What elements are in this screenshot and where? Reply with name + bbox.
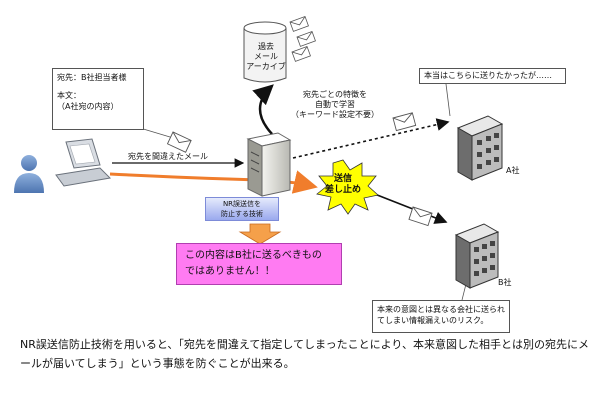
risk-note: 本来の意図とは異なる会社に送られてしまい情報漏えいのリスク。 — [372, 300, 510, 333]
wrong-mail-label: 宛先を間違えたメール — [128, 152, 208, 161]
company-a-label: A社 — [506, 166, 520, 175]
orange-flow-arrow — [109, 170, 318, 194]
database-icon — [243, 21, 287, 83]
envelope-icon — [392, 112, 417, 132]
archive-label-line2: メール — [254, 52, 278, 61]
archive-label: 過去 メール アーカイブ — [244, 42, 288, 72]
warning-line1: この内容はB社に送るべきもの — [185, 250, 322, 261]
stop-label: 送信 差し止め — [318, 174, 368, 196]
intended-note: 本当はこちらに送りたかったが…… — [419, 68, 566, 84]
company-b-label: B社 — [498, 278, 512, 287]
stop-label-line2: 差し止め — [324, 185, 361, 195]
archive-label-line3: アーカイブ — [246, 62, 286, 71]
envelope-icon — [408, 206, 433, 227]
building-icon — [456, 115, 504, 181]
learning-label-line2: 自動で学習 — [315, 100, 355, 109]
learning-arrow — [252, 84, 274, 135]
caption: NR誤送信防止技術を用いると、「宛先を間違えて指定してしまったことにより、本来意… — [20, 338, 589, 370]
nr-technology-box: NR誤送信を 防止する技術 — [205, 197, 279, 221]
envelope-icon — [296, 31, 316, 47]
learning-label-line1: 宛先ごとの特徴を — [303, 90, 367, 99]
envelope-icon — [289, 16, 309, 32]
nr-technology-line1: NR誤送信を — [222, 200, 262, 208]
recipient-note: 宛先：B社担当者様 本文： （A社宛の内容） — [52, 68, 144, 130]
server-icon — [246, 132, 292, 197]
warning-line2: ではありません！！ — [185, 266, 275, 277]
warning-box: この内容はB社に送るべきもの ではありません！！ — [176, 243, 342, 285]
building-icon — [454, 223, 500, 289]
recipient-note-body-label: 本文： — [57, 91, 81, 100]
learning-label-line3: （キーワード設定不要） — [291, 110, 379, 119]
recipient-note-to: 宛先：B社担当者様 — [57, 73, 127, 82]
nr-technology-line2: 防止する技術 — [221, 210, 263, 218]
down-block-arrow — [238, 223, 282, 245]
archive-label-line1: 過去 — [258, 42, 274, 51]
envelope-icon — [166, 131, 192, 153]
learning-label: 宛先ごとの特徴を 自動で学習 （キーワード設定不要） — [282, 90, 388, 120]
intended-route-arrow — [292, 118, 450, 159]
user-icon — [14, 155, 44, 193]
laptop-icon — [55, 138, 112, 187]
wrong-route-arrow — [371, 192, 448, 224]
envelope-icon — [291, 46, 311, 62]
recipient-note-body: （A社宛の内容） — [57, 102, 119, 111]
intended-note-pointer — [445, 83, 451, 117]
stop-burst-icon — [316, 159, 379, 215]
stop-label-line1: 送信 — [333, 174, 352, 184]
